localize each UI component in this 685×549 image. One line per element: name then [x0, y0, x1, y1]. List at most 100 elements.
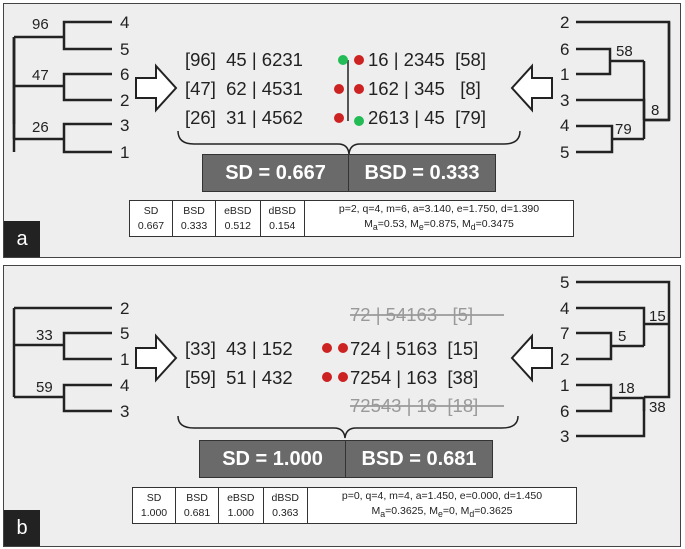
left-code-row: [59] 51 | 432	[185, 367, 293, 388]
red-dot	[354, 84, 364, 94]
red-dot	[338, 372, 348, 382]
support-value: 96	[32, 16, 49, 33]
params-cell: p=2, q=4, m=6, a=3.140, e=1.750, d=1.390…	[304, 199, 574, 238]
red-dot	[334, 84, 344, 94]
leaf-label: 2	[120, 91, 129, 110]
panel-b-diagram: 2 5 1 4 3 33 59 72 | 54163 [5] 72543 | 1…	[12, 273, 671, 446]
brace-a	[177, 130, 521, 155]
left-tree-a-labels: 4 5 6 2 3 1	[120, 13, 129, 162]
leaf-label: 4	[560, 116, 569, 135]
leaf-label: 1	[560, 376, 569, 395]
right-tree-b-labels: 5 4 7 2 1 6 3	[560, 273, 569, 446]
panel-tag-a: a	[4, 221, 40, 257]
left-code-row: [26] 31 | 4562	[185, 107, 303, 128]
leaf-label: 5	[560, 143, 569, 162]
code-rows-a: [96] 45 | 6231 [47] 62 | 4531 [26] 31 | …	[185, 49, 486, 128]
panel-tag-b: b	[4, 510, 40, 546]
match-dots-b	[322, 343, 348, 382]
leaf-label: 6	[560, 402, 569, 421]
bsd-value-box: BSD = 0.681	[345, 440, 493, 478]
left-tree-b-labels: 2 5 1 4 3	[120, 299, 129, 421]
leaf-label: 6	[120, 65, 129, 84]
right-code-row: 2613 | 45 [79]	[368, 107, 486, 128]
leaf-label: 1	[120, 350, 129, 369]
support-value: 26	[32, 119, 49, 136]
leaf-label: 3	[560, 91, 569, 110]
support-value: 5	[618, 328, 626, 345]
right-code-row: 16 | 2345 [58]	[368, 49, 486, 70]
left-arrow-icon	[510, 63, 553, 113]
support-value: 38	[649, 399, 666, 416]
left-code-row: [47] 62 | 4531	[185, 78, 303, 99]
leaf-label: 1	[120, 143, 129, 162]
red-dot	[354, 55, 364, 65]
sd-value: SD = 0.667	[225, 161, 326, 184]
right-code-row: 162 | 345 [8]	[368, 78, 481, 99]
left-tree-a	[12, 20, 112, 154]
red-dot	[322, 343, 332, 353]
leaf-label: 5	[560, 273, 569, 292]
right-code-row: 724 | 5163 [15]	[350, 338, 478, 359]
bsd-value: BSD = 0.333	[364, 161, 480, 184]
panel-a-diagram: 4 5 6 2 3 1 96 47 26 [96] 45 | 6231 [47]…	[12, 13, 671, 162]
leaf-label: 2	[560, 350, 569, 369]
leaf-label: 3	[120, 402, 129, 421]
green-dot	[354, 116, 364, 126]
bsd-value-box: BSD = 0.333	[348, 154, 496, 192]
support-value: 47	[32, 67, 49, 84]
left-code-row: [96] 45 | 6231	[185, 49, 303, 70]
brace-b	[177, 415, 519, 439]
right-tree-a	[576, 20, 671, 154]
support-value: 59	[36, 379, 53, 396]
leaf-label: 2	[560, 13, 569, 32]
support-value: 79	[615, 121, 632, 138]
right-tree-b	[576, 280, 671, 438]
green-dot	[338, 55, 348, 65]
leaf-label: 7	[560, 324, 569, 343]
params-cell: p=0, q=4, m=4, a=1.450, e=0.000, d=1.450…	[307, 486, 577, 525]
right-tree-b-supports: 15 5 18 38	[618, 308, 666, 416]
struck-rows-b: 72 | 54163 [5] 72543 | 16 [18]	[350, 304, 478, 416]
leaf-label: 4	[560, 299, 569, 318]
support-value: 15	[649, 308, 666, 325]
sd-value-box: SD = 1.000	[199, 440, 346, 478]
leaf-label: 4	[120, 13, 129, 32]
leaf-label: 3	[120, 116, 129, 135]
support-value: 33	[36, 327, 53, 344]
leaf-label: 4	[120, 376, 129, 395]
code-rows-b: [33] 43 | 152 [59] 51 | 432 724 | 5163 […	[185, 338, 478, 388]
left-code-row: [33] 43 | 152	[185, 338, 293, 359]
leaf-label: 2	[120, 299, 129, 318]
bsd-value: BSD = 0.681	[361, 447, 477, 470]
right-code-row: 7254 | 163 [38]	[350, 367, 478, 388]
right-arrow-icon	[135, 333, 178, 383]
support-value: 18	[618, 380, 635, 397]
left-arrow-icon	[510, 333, 553, 383]
leaf-label: 5	[120, 324, 129, 343]
right-tree-a-labels: 2 6 1 3 4 5	[560, 13, 569, 162]
right-arrow-icon	[135, 63, 178, 113]
red-dot	[334, 113, 344, 123]
panel-a: 4 5 6 2 3 1 96 47 26 [96] 45 | 6231 [47]…	[3, 3, 681, 258]
sd-value: SD = 1.000	[222, 447, 323, 470]
left-tree-b	[12, 306, 112, 413]
red-dot	[338, 343, 348, 353]
strike-lines	[350, 314, 504, 407]
match-dots-a	[334, 55, 364, 126]
leaf-label: 3	[560, 427, 569, 446]
right-tree-a-supports: 58 8 79	[615, 43, 659, 138]
red-dot	[322, 372, 332, 382]
panel-b: 2 5 1 4 3 33 59 72 | 54163 [5] 72543 | 1…	[3, 265, 681, 547]
left-tree-a-supports: 96 47 26	[32, 16, 49, 136]
leaf-label: 6	[560, 40, 569, 59]
support-value: 8	[651, 102, 659, 119]
